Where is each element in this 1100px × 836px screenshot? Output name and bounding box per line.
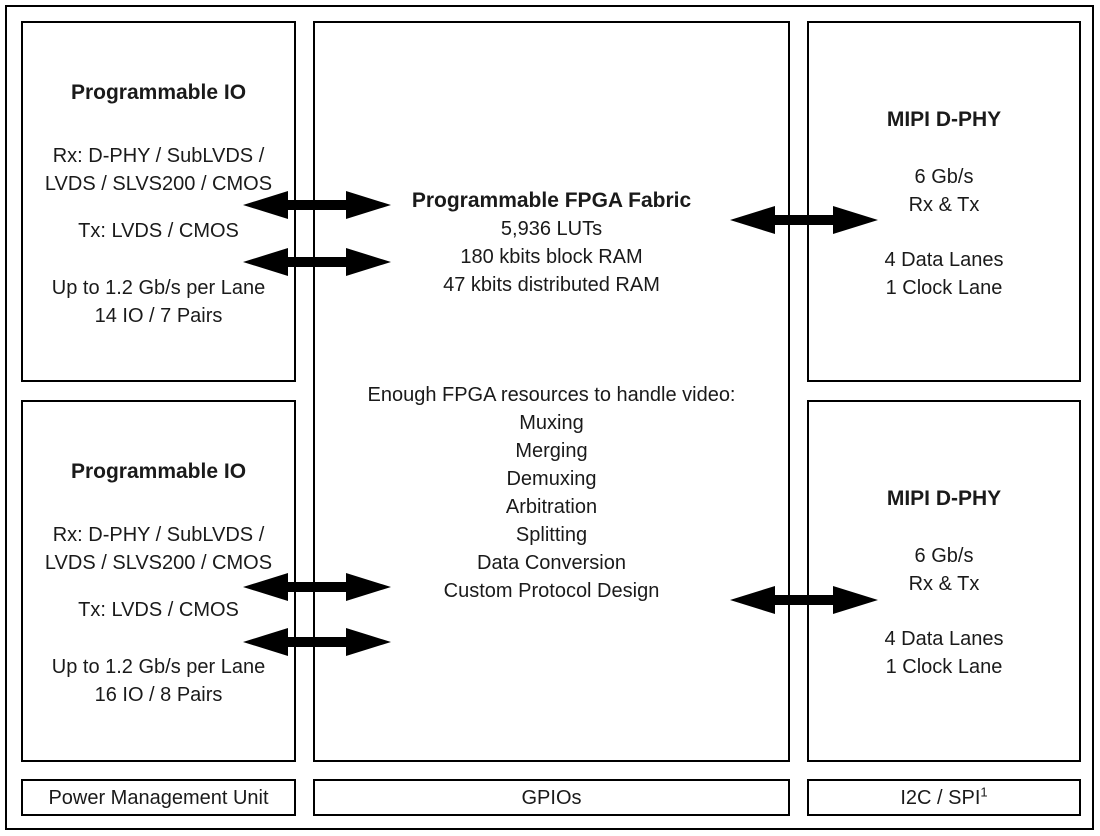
bidirectional-arrow-left-bottom-2 <box>243 628 391 656</box>
dphy-clock-lane: 1 Clock Lane <box>885 277 1003 299</box>
programmable-io-bottom-title: Programmable IO <box>70 460 247 483</box>
io-pairs-line: 16 IO / 8 Pairs <box>94 684 223 706</box>
rx-capabilities-line2: LVDS / SLVS200 / CMOS <box>44 552 273 574</box>
mipi-dphy-top-box: MIPI D-PHY 6 Gb/s Rx & Tx 4 Data Lanes 1… <box>807 21 1081 382</box>
gpios-box: GPIOs <box>313 779 790 816</box>
mipi-dphy-top-title: MIPI D-PHY <box>886 108 1002 131</box>
dphy-data-lanes: 4 Data Lanes <box>884 249 1004 271</box>
mipi-dphy-bottom-box: MIPI D-PHY 6 Gb/s Rx & Tx 4 Data Lanes 1… <box>807 400 1081 762</box>
capability-arbitration: Arbitration <box>505 496 598 518</box>
rx-capabilities-line1: Rx: D-PHY / SubLVDS / <box>52 524 265 546</box>
dphy-rx-tx: Rx & Tx <box>908 573 980 595</box>
gpios-label: GPIOs <box>521 786 582 809</box>
lane-rate-group: Up to 1.2 Gb/s per Lane 16 IO / 8 Pairs <box>52 653 265 709</box>
fabric-distributed-ram: 47 kbits distributed RAM <box>443 274 660 296</box>
dphy-speed: 6 Gb/s <box>914 545 974 567</box>
io-pairs-line: 14 IO / 7 Pairs <box>94 305 223 327</box>
fpga-fabric-title: Programmable FPGA Fabric <box>411 189 692 212</box>
bidirectional-arrow-left-top-2 <box>243 248 391 276</box>
dphy-speed-group: 6 Gb/s Rx & Tx <box>909 163 980 219</box>
i2c-spi-text: I2C / SPI <box>900 786 981 809</box>
chip-outline <box>5 5 1094 830</box>
tx-capabilities-line: Tx: LVDS / CMOS <box>78 599 239 621</box>
capability-splitting: Splitting <box>515 524 588 546</box>
tx-capabilities-line: Tx: LVDS / CMOS <box>78 220 239 242</box>
rx-capabilities: Rx: D-PHY / SubLVDS / LVDS / SLVS200 / C… <box>45 142 272 198</box>
i2c-spi-footnote-marker: 1 <box>980 783 988 799</box>
programmable-io-bottom-box: Programmable IO Rx: D-PHY / SubLVDS / LV… <box>21 400 296 762</box>
lane-rate-group: Up to 1.2 Gb/s per Lane 14 IO / 7 Pairs <box>52 274 265 330</box>
fpga-fabric-box: Programmable FPGA Fabric 5,936 LUTs 180 … <box>313 21 790 762</box>
rx-capabilities-line2: LVDS / SLVS200 / CMOS <box>44 173 273 195</box>
dphy-lanes-group: 4 Data Lanes 1 Clock Lane <box>885 246 1004 302</box>
bidirectional-arrow-right-bottom <box>730 586 878 614</box>
fabric-resources-heading: Enough FPGA resources to handle video: <box>367 384 736 406</box>
dphy-speed-group: 6 Gb/s Rx & Tx <box>909 542 980 598</box>
capability-custom-protocol: Custom Protocol Design <box>443 580 660 602</box>
power-management-unit-box: Power Management Unit <box>21 779 296 816</box>
lane-rate-line: Up to 1.2 Gb/s per Lane <box>51 656 266 678</box>
programmable-io-top-box: Programmable IO Rx: D-PHY / SubLVDS / LV… <box>21 21 296 382</box>
dphy-lanes-group: 4 Data Lanes 1 Clock Lane <box>885 625 1004 681</box>
i2c-spi-box: I2C / SPI1 <box>807 779 1081 816</box>
fabric-luts: 5,936 LUTs <box>500 218 603 240</box>
lane-rate-line: Up to 1.2 Gb/s per Lane <box>51 277 266 299</box>
rx-capabilities-line1: Rx: D-PHY / SubLVDS / <box>52 145 265 167</box>
power-management-unit-label: Power Management Unit <box>48 786 269 809</box>
capability-data-conversion: Data Conversion <box>477 552 626 574</box>
i2c-spi-label: I2C / SPI1 <box>900 784 987 812</box>
tx-capabilities: Tx: LVDS / CMOS <box>78 217 239 245</box>
bidirectional-arrow-left-top-1 <box>243 191 391 219</box>
capability-merging: Merging <box>515 440 588 462</box>
capability-demuxing: Demuxing <box>506 468 597 490</box>
capability-muxing: Muxing <box>519 412 584 434</box>
bidirectional-arrow-left-bottom-1 <box>243 573 391 601</box>
mipi-dphy-bottom-title: MIPI D-PHY <box>886 487 1002 510</box>
programmable-io-top-title: Programmable IO <box>70 81 247 104</box>
rx-capabilities: Rx: D-PHY / SubLVDS / LVDS / SLVS200 / C… <box>45 521 272 577</box>
fabric-block-ram: 180 kbits block RAM <box>460 246 643 268</box>
tx-capabilities: Tx: LVDS / CMOS <box>78 596 239 624</box>
dphy-speed: 6 Gb/s <box>914 166 974 188</box>
bidirectional-arrow-right-top <box>730 206 878 234</box>
dphy-rx-tx: Rx & Tx <box>908 194 980 216</box>
dphy-clock-lane: 1 Clock Lane <box>885 656 1003 678</box>
dphy-data-lanes: 4 Data Lanes <box>884 628 1004 650</box>
